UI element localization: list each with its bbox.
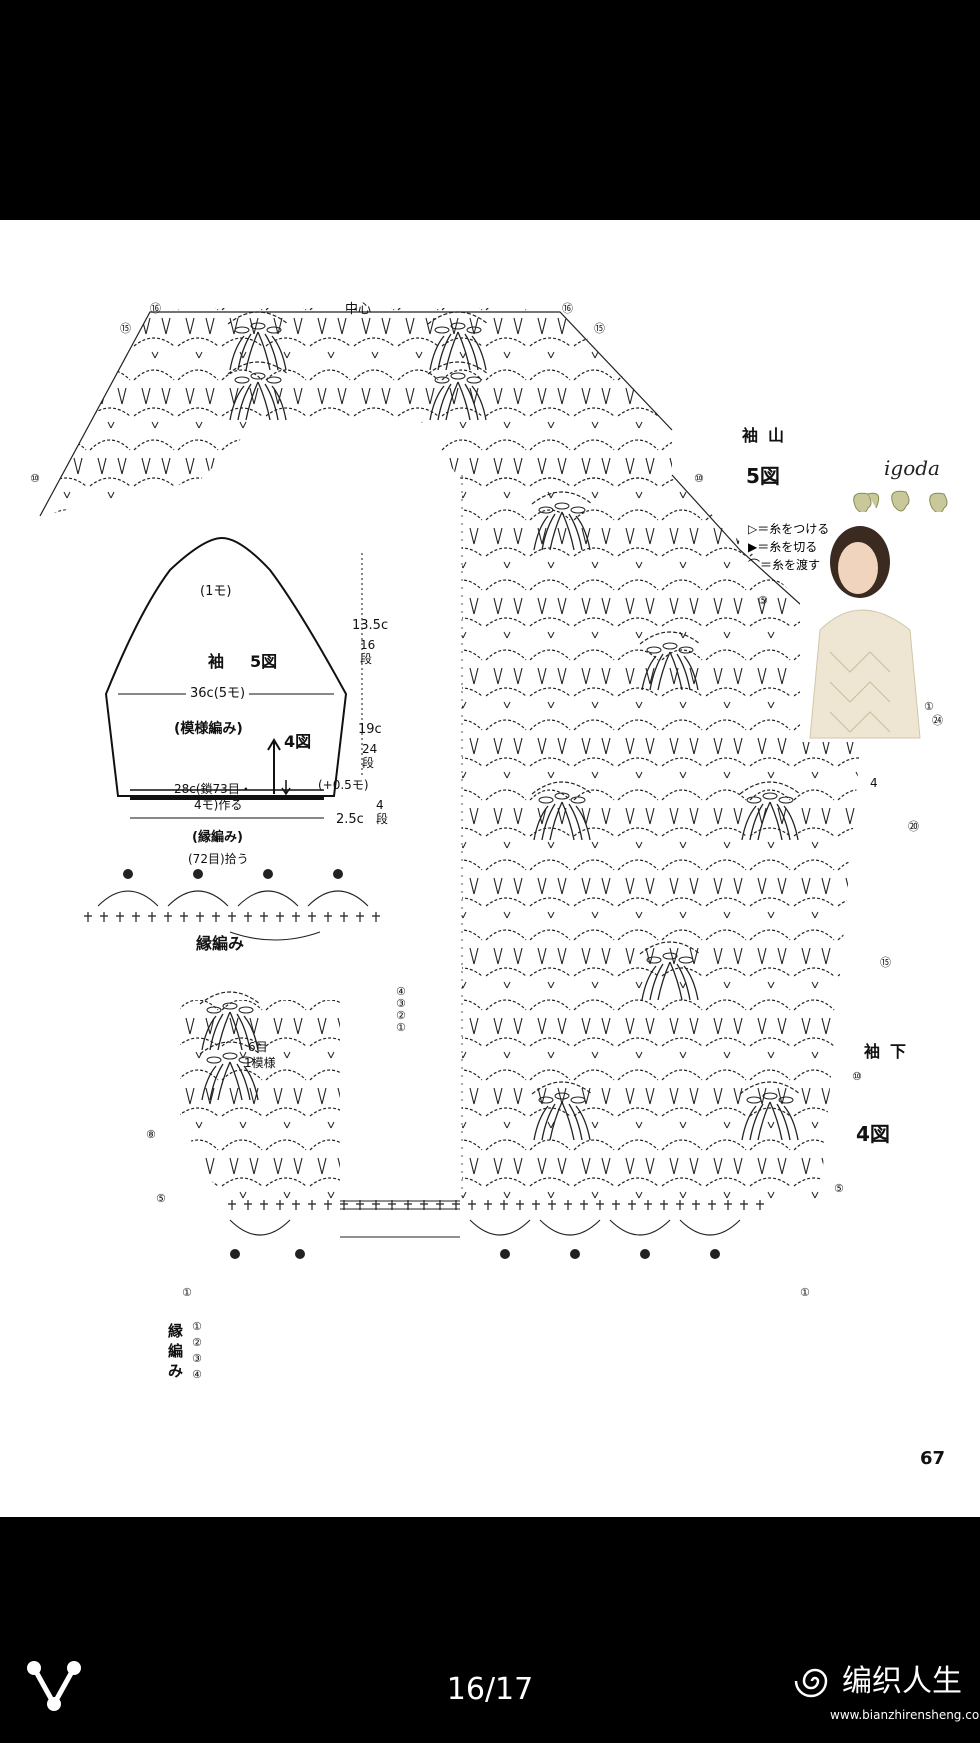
row-marker: ㉔ <box>932 714 943 727</box>
schematic-pattern: (模様編み) <box>174 721 243 737</box>
schematic-top-label: (1モ) <box>200 584 232 599</box>
legend-text: 糸をつける <box>769 522 830 536</box>
row-marker: ⑯ <box>150 302 161 315</box>
row-marker: ① <box>800 1286 810 1299</box>
schematic-border: (縁編み) <box>192 830 243 845</box>
sleeve-cap-label: 袖山 <box>742 426 795 445</box>
watermark: 编织人生 www.bianzhirensheng.com <box>790 1652 980 1732</box>
schematic-fig5: 5図 <box>250 652 278 671</box>
row-marker: ⑤ <box>834 1182 844 1195</box>
row-marker: ⑩ <box>852 1070 862 1083</box>
row-marker: ⑳ <box>908 820 919 833</box>
fig5-label: 5図 <box>746 464 780 488</box>
dim-border: 2.5c <box>336 812 364 827</box>
left-detail-chart <box>180 991 340 1200</box>
legend: ▷＝糸をつける ▶＝糸を切る ⌒＝糸を渡す <box>748 520 829 574</box>
fig4-label: 4図 <box>856 1122 890 1146</box>
dim-body: 19c <box>358 722 382 737</box>
sleeve-under-label: 袖下 <box>864 1042 917 1061</box>
edging-repeat-count: 6目 <box>248 1040 268 1054</box>
row-marker: ① <box>924 700 934 713</box>
page-counter: 16/17 <box>446 1672 534 1707</box>
row-marker: ⑧ <box>146 1128 156 1141</box>
row-marker: ⑮ <box>880 956 891 969</box>
border-row-marker: ① <box>192 1320 202 1333</box>
schematic-pickup: (72目)拾う <box>184 850 253 867</box>
border-chart <box>222 1200 770 1259</box>
legend-item: ⌒＝糸を渡す <box>748 556 829 574</box>
viewer-bottom-bar <box>0 1517 980 1743</box>
center-label: 中心 <box>345 302 372 317</box>
schematic-width: 36c(5モ) <box>186 682 250 701</box>
sleeve-cap-chart <box>39 308 673 517</box>
row-marker: ⑮ <box>120 322 131 335</box>
page-number: 67 <box>920 1448 946 1469</box>
row-marker: ⑤ <box>156 1192 166 1205</box>
edging-sample-chart <box>82 869 382 941</box>
border-label-char: 縁 <box>168 1322 184 1340</box>
border-label-char: 編 <box>168 1342 184 1360</box>
legend-item: ▶＝糸を切る <box>748 538 829 556</box>
dim-cap: 13.5c <box>352 618 389 633</box>
edging-title: 縁編み <box>196 934 245 953</box>
schematic-cast-on-1: 28c(鎖73目・ <box>174 782 252 796</box>
legend-text: 糸を切る <box>769 540 818 554</box>
row-marker: ⑮ <box>594 322 605 335</box>
row-marker: ⑩ <box>30 472 40 485</box>
butterfly-icon <box>853 490 948 514</box>
schematic-cast-on-2: 4モ)作る <box>194 798 243 812</box>
edging-row-1: ① <box>396 1021 406 1034</box>
legend-symbol: ▶＝ <box>748 540 770 554</box>
legend-item: ▷＝糸をつける <box>748 520 829 538</box>
edging-repeat-label: 1模様 <box>244 1056 276 1070</box>
share-icon[interactable] <box>24 1656 84 1716</box>
watermark-url: www.bianzhirensheng.com <box>830 1708 980 1722</box>
row-marker: ① <box>182 1286 192 1299</box>
edging-row-4: ④ <box>396 985 406 998</box>
schematic-increase: (+0.5モ) <box>318 778 369 792</box>
legend-text: 糸を渡す <box>772 558 821 572</box>
border-row-marker: ③ <box>192 1352 202 1365</box>
crochet-chart <box>39 308 916 1259</box>
border-label-char: み <box>168 1362 184 1380</box>
pattern-page: igoda 中心 袖山 5図 袖下 4図 67 ▷＝糸をつける ▶＝糸を切る ⌒… <box>0 220 980 1517</box>
model-photo <box>800 512 950 742</box>
schematic-sleeve-label: 袖 <box>208 652 225 671</box>
edging-row-3: ③ <box>396 997 406 1010</box>
border-row-marker: ④ <box>192 1368 202 1381</box>
side-count: 4 <box>870 776 878 790</box>
row-marker: ⑤ <box>758 594 768 607</box>
dim-border-rows: 4段 <box>376 798 389 826</box>
viewer-top-bar <box>0 0 980 220</box>
legend-symbol: ▷＝ <box>748 522 770 536</box>
dim-cap-rows: 16段 <box>360 638 376 666</box>
swirl-logo-icon <box>794 1668 828 1698</box>
dim-body-rows: 24段 <box>362 742 378 770</box>
edging-row-2: ② <box>396 1009 406 1022</box>
watermark-title: 编织人生 <box>842 1664 962 1699</box>
brand-text: igoda <box>884 456 940 480</box>
legend-symbol: ⌒＝ <box>748 558 773 572</box>
border-row-marker: ② <box>192 1336 202 1349</box>
row-marker: ⑩ <box>694 472 704 485</box>
schematic-fig4: 4図 <box>284 732 312 751</box>
row-marker: ⑯ <box>562 302 573 315</box>
